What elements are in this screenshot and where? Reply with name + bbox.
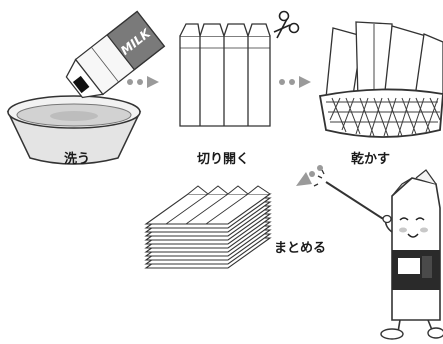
milk-carton-pouring: MILK xyxy=(65,10,166,99)
step-label-cut-open: 切り開く xyxy=(197,152,250,167)
step-dry-illustration xyxy=(318,21,443,138)
wash-basin xyxy=(6,95,142,165)
step-wash-illustration: MILK xyxy=(6,10,166,165)
step-open-illustration xyxy=(179,10,300,127)
step-label-wash: 洗う xyxy=(64,152,91,167)
step-stack-illustration xyxy=(144,185,272,269)
pointer-stick-icon xyxy=(313,169,389,223)
milk-carton-mascot xyxy=(313,169,443,340)
step-label-bundle: まとめる xyxy=(274,241,327,256)
arrow-open-to-dry xyxy=(279,76,311,88)
scissors-icon xyxy=(273,10,300,39)
arrow-dry-to-stack xyxy=(296,165,323,186)
step-label-dry: 乾かす xyxy=(351,152,391,167)
arrow-wash-to-open xyxy=(127,76,159,88)
drying-basket xyxy=(318,88,443,138)
